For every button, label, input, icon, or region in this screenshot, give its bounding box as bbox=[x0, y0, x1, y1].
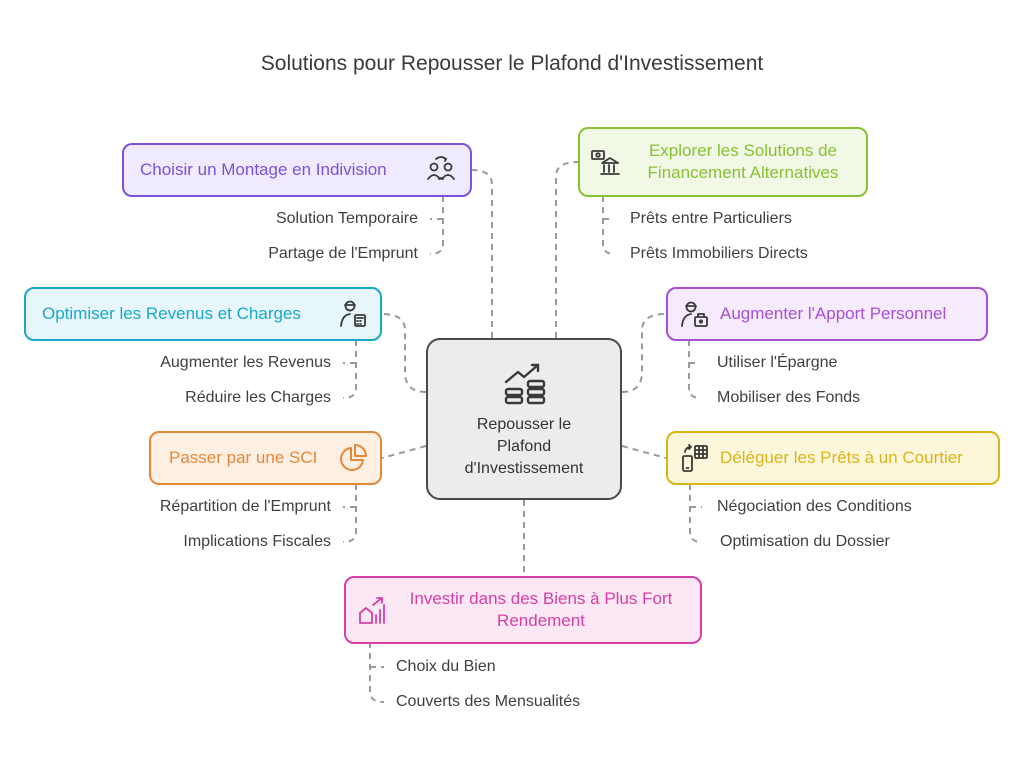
people-money-icon bbox=[427, 156, 455, 180]
sub-rendement-1: Choix du Bien bbox=[396, 658, 496, 675]
connector-courtier bbox=[621, 445, 667, 459]
branch-indivision[interactable]: Choisir un Montage en Indivision bbox=[122, 143, 472, 197]
sub-indivision-2: Partage de l'Emprunt bbox=[268, 245, 418, 262]
house-growth-icon bbox=[359, 597, 385, 624]
branch-sci-label: Passer par une SCI bbox=[169, 448, 318, 467]
branch-revenus-label: Optimiser les Revenus et Charges bbox=[42, 304, 301, 323]
center-label: Repousser le Plafond d'Investissement bbox=[464, 416, 584, 477]
branch-indivision-label: Choisir un Montage en Indivision bbox=[140, 160, 387, 179]
branch-sci[interactable]: Passer par une SCI bbox=[149, 431, 382, 485]
phone-calculator-icon bbox=[682, 444, 708, 472]
sub-indivision-1: Solution Temporaire bbox=[275, 210, 418, 227]
connector-financement bbox=[555, 161, 579, 338]
branch-rendement[interactable]: Investir dans des Biens à Plus Fort Rend… bbox=[344, 576, 702, 644]
connector-revenus bbox=[381, 313, 427, 393]
sub-apport-2: Mobiliser des Fonds bbox=[717, 389, 861, 406]
sub-courtier-1: Négociation des Conditions bbox=[717, 498, 912, 515]
branch-financement[interactable]: Explorer les Solutions de Financement Al… bbox=[578, 127, 868, 197]
sub-financement-1: Prêts entre Particuliers bbox=[630, 210, 792, 227]
sub-courtier-2: Optimisation du Dossier bbox=[720, 533, 890, 550]
branch-financement-label: Explorer les Solutions de Financement Al… bbox=[647, 141, 839, 182]
person-calculator-icon bbox=[340, 300, 366, 327]
diagram-title: Solutions pour Repousser le Plafond d'In… bbox=[260, 52, 764, 75]
connector-sci bbox=[381, 445, 427, 459]
branch-apport[interactable]: Augmenter l'Apport Personnel bbox=[666, 287, 988, 341]
sub-sci-2: Implications Fiscales bbox=[183, 533, 331, 550]
sub-revenus-1: Augmenter les Revenus bbox=[160, 354, 331, 371]
sub-revenus-2: Réduire les Charges bbox=[185, 389, 331, 406]
bank-money-icon bbox=[591, 150, 620, 175]
center-node: Repousser le Plafond d'Investissement bbox=[426, 338, 622, 500]
branch-apport-label: Augmenter l'Apport Personnel bbox=[720, 304, 947, 323]
person-wallet-icon bbox=[681, 301, 708, 327]
sub-sci-1: Répartition de l'Emprunt bbox=[159, 498, 331, 515]
sub-financement-2: Prêts Immobiliers Directs bbox=[630, 245, 808, 262]
branch-courtier[interactable]: Déléguer les Prêts à un Courtier bbox=[666, 431, 1000, 485]
connector-apport bbox=[621, 313, 667, 393]
branch-rendement-label: Investir dans des Biens à Plus Fort Rend… bbox=[409, 589, 673, 630]
branch-courtier-label: Déléguer les Prêts à un Courtier bbox=[720, 448, 963, 467]
branch-revenus[interactable]: Optimiser les Revenus et Charges bbox=[24, 287, 382, 341]
sub-apport-1: Utiliser l'Épargne bbox=[717, 354, 838, 371]
rising-chart-coins-icon bbox=[504, 363, 546, 405]
pie-chart-icon bbox=[340, 444, 367, 471]
connector-indivision bbox=[471, 169, 493, 338]
sub-rendement-2: Couverts des Mensualités bbox=[396, 693, 581, 710]
